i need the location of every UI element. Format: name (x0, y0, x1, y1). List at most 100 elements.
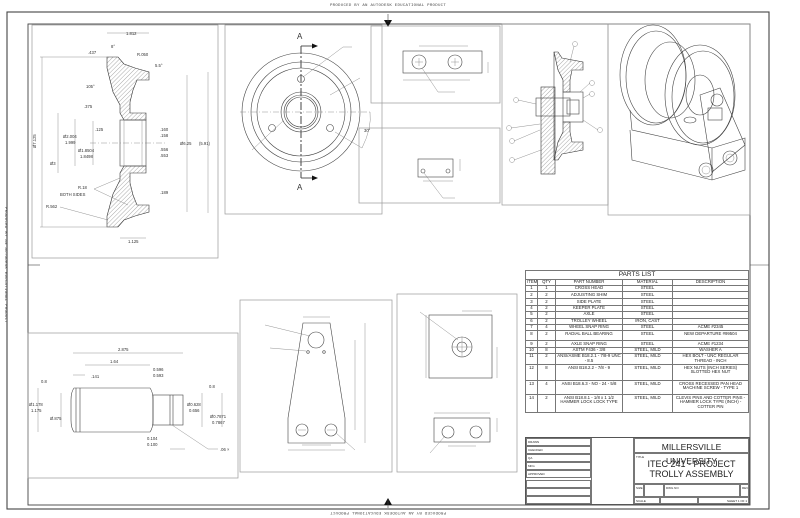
parts-cell-material: STEEL, MILD (622, 364, 673, 382)
parts-cell-qty: 2 (537, 394, 556, 414)
dim-label: 0.656 (189, 408, 200, 413)
parts-cell-qty: 2 (537, 353, 556, 366)
signoff-drawn: DRAWN (526, 438, 591, 446)
dim-label: .553 (160, 153, 169, 158)
dim-label: .437 (88, 50, 97, 55)
scale-label: SCALE (634, 497, 660, 504)
dim-label: Ø3 (50, 161, 56, 166)
parts-cell-desc: HEX NUTS (INCH SERIES) SLOTTED HEX NUT (672, 364, 749, 382)
view-wheel-section: 1.812 .437 8° R.050 5.5° 105° .375 .125 … (31, 24, 219, 259)
parts-list-table: PARTS LIST ITEM QTY PART NUMBER MATERIAL… (525, 270, 749, 414)
title-label: TITLE (636, 454, 645, 459)
parts-cell-material: STEEL, MILD (622, 380, 673, 396)
parts-cell-material: STEEL, MILD (622, 394, 673, 414)
dim-label: Ø1.178 (29, 402, 43, 407)
parts-cell-part: ADJUSTING SHIM (555, 291, 623, 300)
parts-cell-desc: CLEVIS PINS AND COTTER PINS - HAMMER LOC… (672, 394, 749, 414)
dim-label: .141 (91, 374, 100, 379)
bearing-section (562, 91, 584, 123)
view-assembly-section (501, 23, 609, 206)
parts-cell-desc (672, 317, 749, 325)
title-line-2: TROLLY ASSEMBLY (649, 468, 734, 479)
column-header: ITEM (525, 278, 538, 287)
dim-label: 1.125 (128, 239, 139, 244)
title-field: TITLE ITEC 241 - PROJECT TROLLY ASSEMBLY (634, 453, 749, 484)
dim-label: Ø7.125 (32, 134, 37, 148)
dim-label: 1.8498 (80, 154, 93, 159)
signoff-qa: QA (526, 454, 591, 462)
parts-cell-item: 11 (525, 353, 538, 366)
signoff-approved: APPROVED (526, 470, 591, 478)
parts-list-title: PARTS LIST (525, 270, 749, 280)
dim-label: 0.596 (153, 367, 164, 372)
dim-label: Ø1.8504 (78, 148, 95, 153)
dim-label: R.562 (46, 204, 58, 209)
view-shim-detail (370, 25, 501, 104)
arrow-icon (312, 175, 318, 181)
title-line-1: ITEC 241 - PROJECT (647, 458, 736, 469)
signoff-blank (526, 488, 591, 496)
dim-label: .189 (160, 190, 169, 195)
dim-label: .06 × (220, 447, 230, 452)
dim-label: 0.104 (147, 436, 158, 441)
sheet-number: SHEET 1 OF 1 (698, 497, 749, 504)
parts-cell-desc: ACME #2345 (672, 323, 749, 332)
view-crosshead-detail (358, 127, 501, 204)
view-axle: 2.875 1.64 .141 0.596 0.593 Ø1.178 1.175… (27, 332, 239, 479)
side-plate-section (540, 86, 556, 175)
signoff-mfg: MFG (526, 462, 591, 470)
parts-cell-qty: 8 (537, 364, 556, 382)
column-header: DESCRIPTION (672, 278, 749, 287)
center-mark-top-icon (384, 20, 392, 27)
parts-cell-desc: CROSS RECESSED PAN HEAD MACHINE SCREW - … (672, 380, 749, 396)
watermark-bottom: PRODUCED BY AN AUTODESK EDUCATIONAL PROD… (330, 510, 446, 514)
parts-cell-qty: 4 (537, 380, 556, 396)
dim-label: BOTH SIDES (60, 192, 86, 197)
dim-label: 105° (86, 84, 95, 89)
parts-cell-desc (672, 298, 749, 306)
dim-label: Ø.875 (50, 416, 62, 421)
signoff-blank (526, 480, 591, 488)
parts-cell-item: 8 (525, 330, 538, 342)
dwg-no-label: DWG NO (664, 484, 740, 497)
wheel-profile-upper (106, 56, 150, 121)
dim-label: .556 (160, 147, 169, 152)
size-label: SIZE (634, 484, 644, 497)
parts-cell-item: 13 (525, 380, 538, 396)
wheel-profile-lower (106, 165, 150, 228)
dim-label: 0.100 (147, 442, 158, 447)
dim-label: Ø0.628 (187, 402, 201, 407)
dim-label: Ø2.004 (63, 134, 77, 139)
parts-cell-item: 14 (525, 394, 538, 414)
surface-finish-label: 0.8 (41, 379, 47, 384)
axle-section (535, 97, 571, 117)
dim-label: 5.5° (155, 63, 163, 68)
dim-label: 1.175 (31, 408, 42, 413)
arrow-icon (312, 43, 318, 49)
view-keeper-plate (396, 293, 518, 473)
inner-border (27, 23, 751, 506)
view-wheel-front: A A 30° (224, 24, 383, 215)
dim-label: 2.875 (118, 347, 129, 352)
parts-cell-material: STEEL, MILD (622, 353, 673, 366)
parts-cell-desc: NEW DEPARTURE #99504 (672, 330, 749, 342)
dim-label: 0.7867 (212, 420, 225, 425)
parts-cell-part: ANSI B18.8.1 - 1/8 x 1 1/2 HAMMER LOCK L… (555, 394, 623, 414)
dim-label: (5.91) (199, 141, 211, 146)
section-label-a-bottom: A (297, 183, 303, 192)
parts-cell-part: ANSI/ASME B18.2.1 - 7/8-9 UNC - 8.5 (555, 353, 623, 366)
parts-cell-desc: ACME #1234 (672, 340, 749, 348)
rev-label: REV (740, 484, 749, 497)
